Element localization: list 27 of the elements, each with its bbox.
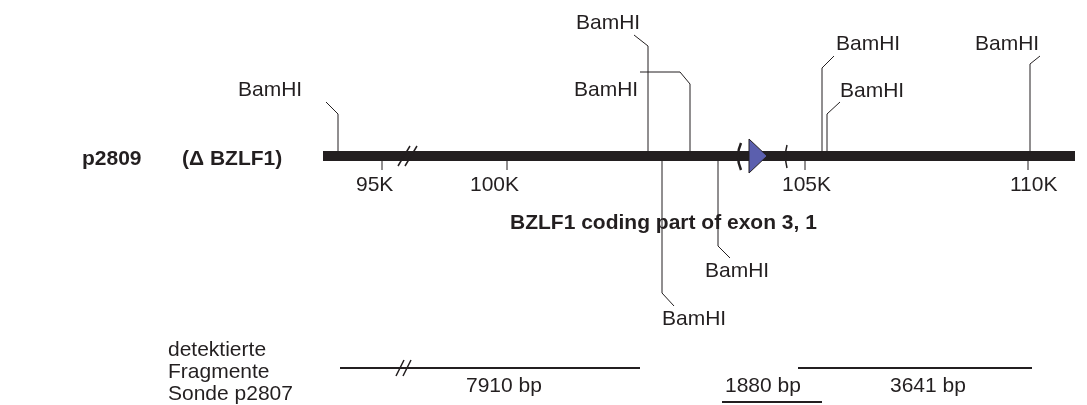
restriction-site-label: BamHI xyxy=(836,31,901,55)
scale-label: 105K xyxy=(782,172,832,196)
leader-line xyxy=(661,160,675,307)
plasmid-name: p2809 xyxy=(82,146,142,170)
leader-line xyxy=(639,71,691,152)
restriction-site-label: BamHI xyxy=(705,258,770,282)
leader-line xyxy=(325,101,339,152)
scale-label: 100K xyxy=(470,172,520,196)
fragment-size: 3641 bp xyxy=(890,373,966,397)
leader-line xyxy=(821,55,835,152)
deletion-label: (Δ BZLF1) xyxy=(182,146,283,170)
leader-line xyxy=(717,160,731,259)
fragment-legend-text: detektierte Fragmente Sonde p2807 xyxy=(168,338,294,404)
leader-line xyxy=(1029,55,1041,152)
exon-label: BZLF1 coding part of exon 3, 1 xyxy=(510,210,817,234)
scale-label: 95K xyxy=(356,172,394,196)
leader-line xyxy=(826,101,841,152)
restriction-site-label: BamHI xyxy=(576,10,641,34)
restriction-site-label: BamHI xyxy=(238,77,303,101)
restriction-site-label: BamHI xyxy=(574,77,639,101)
fragment-size: 1880 bp xyxy=(725,373,801,397)
leader-line xyxy=(633,34,649,152)
restriction-site-label: BamHI xyxy=(840,78,905,102)
scale-label: 110K xyxy=(1010,172,1058,196)
fragment-size: 7910 bp xyxy=(466,373,542,397)
restriction-site-label: BamHI xyxy=(662,306,727,330)
restriction-site-label: BamHI xyxy=(975,31,1040,55)
